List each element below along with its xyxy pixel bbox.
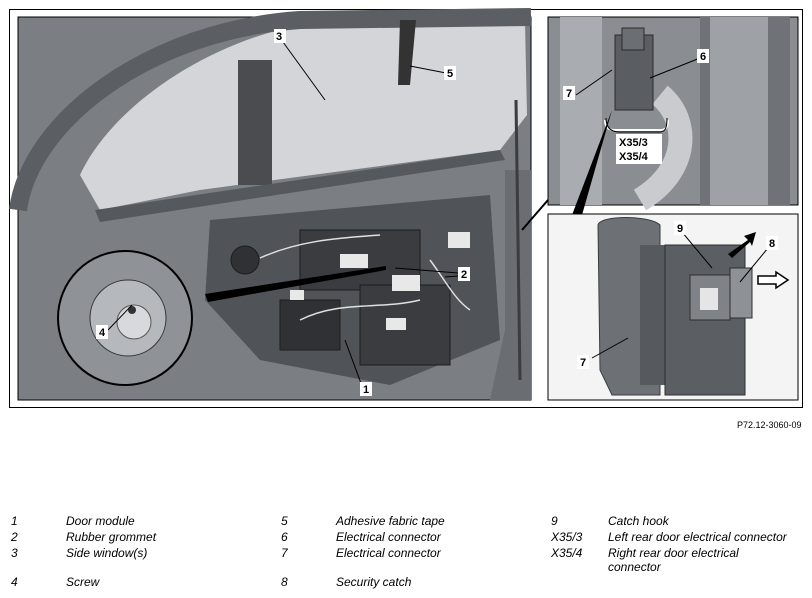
legend-num-x35-3: X35/3 <box>551 530 583 544</box>
legend-text-6: Electrical connector <box>336 530 441 544</box>
callout-3: 3 <box>276 31 282 43</box>
legend-text-1: Door module <box>66 514 135 528</box>
legend-num-7: 7 <box>281 546 288 560</box>
legend-num-3: 3 <box>11 546 18 560</box>
callout-labels: 3 5 2 1 4 6 7 X35/3 X35/4 9 8 7 <box>96 29 778 396</box>
connector-inset <box>547 16 799 211</box>
catch-inset <box>547 213 799 401</box>
legend-num-4: 4 <box>11 575 18 589</box>
legend-num-9: 9 <box>551 514 558 528</box>
callout-9: 9 <box>677 223 683 235</box>
legend-num-1: 1 <box>11 514 18 528</box>
leader-lines <box>107 41 459 387</box>
legend-num-5: 5 <box>281 514 288 528</box>
legend-num-6: 6 <box>281 530 288 544</box>
legend-num-x35-4: X35/4 <box>551 546 583 560</box>
legend-text-8: Security catch <box>336 575 412 589</box>
callout-5: 5 <box>447 68 453 80</box>
legend-text-5: Adhesive fabric tape <box>336 514 445 528</box>
legend-text-2: Rubber grommet <box>66 530 157 544</box>
legend-text-9: Catch hook <box>608 514 669 528</box>
door-diagram: 3 5 2 1 4 6 7 X35/3 X35/4 9 8 7 <box>9 8 799 401</box>
figure-reference: P72.12-3060-09 <box>737 420 802 430</box>
callout-7-bottom: 7 <box>580 357 586 369</box>
callout-2: 2 <box>461 269 467 281</box>
legend-text-x35-4: Right rear door electrical connector <box>608 546 739 574</box>
legend-text-x35-3: Left rear door electrical connector <box>608 530 787 544</box>
legend-num-8: 8 <box>281 575 288 589</box>
callout-1: 1 <box>363 384 369 396</box>
legend-text-4: Screw <box>66 575 100 589</box>
legend-num-2: 2 <box>11 530 18 544</box>
callout-6: 6 <box>700 51 706 63</box>
callout-7-top: 7 <box>566 88 572 100</box>
callout-x35-4: X35/4 <box>619 151 649 163</box>
legend-text-3: Side window(s) <box>66 546 148 560</box>
callout-x35-3: X35/3 <box>619 137 648 149</box>
legend-text-7: Electrical connector <box>336 546 441 560</box>
callout-8: 8 <box>769 238 775 250</box>
callout-4: 4 <box>99 327 106 339</box>
